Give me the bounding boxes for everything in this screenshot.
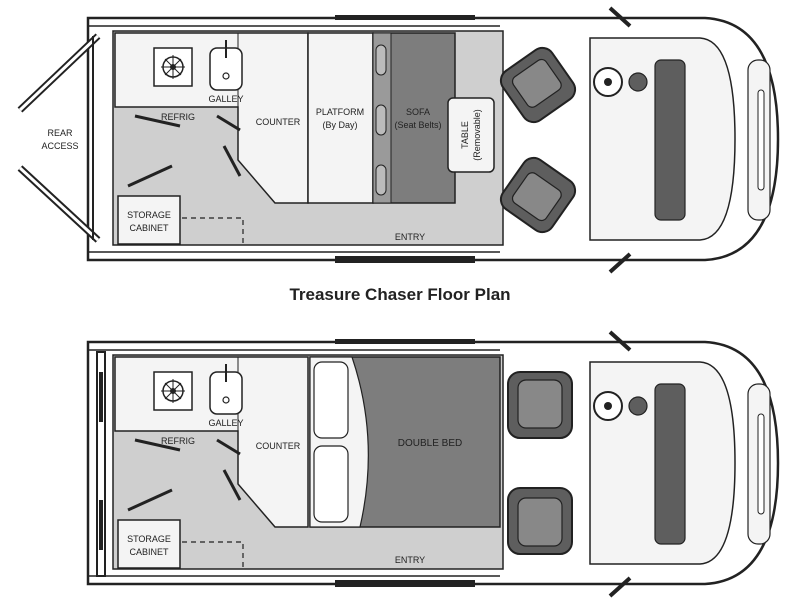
top-galley-label: GALLEY bbox=[208, 94, 243, 104]
bottom-bed-label: DOUBLE BED bbox=[398, 438, 462, 449]
bottom-storage-label: STORAGE bbox=[127, 534, 171, 544]
bottom-stove-icon bbox=[153, 371, 193, 411]
top-refrig-label: REFRIG bbox=[161, 112, 195, 122]
top-rear-access-label-2: ACCESS bbox=[41, 141, 78, 151]
bottom-entry-label: ENTRY bbox=[395, 555, 425, 565]
top-sofa-label: SOFA bbox=[406, 107, 430, 117]
top-table-label: TABLE bbox=[460, 121, 470, 149]
top-sink-icon bbox=[209, 40, 243, 91]
bottom-pillow-1 bbox=[313, 361, 349, 439]
top-table bbox=[447, 97, 495, 173]
top-rear-access-label: REAR bbox=[47, 128, 73, 138]
top-sofa-sublabel: (Seat Belts) bbox=[394, 120, 441, 130]
top-platform-sublabel: (By Day) bbox=[322, 120, 357, 130]
top-storage-cabinet bbox=[117, 195, 181, 245]
bottom-rear-doors bbox=[96, 351, 106, 577]
top-storage-label: STORAGE bbox=[127, 210, 171, 220]
bottom-refrig-label: REFRIG bbox=[161, 436, 195, 446]
diagram-title: Treasure Chaser Floor Plan bbox=[289, 285, 511, 304]
top-storage-sublabel: CABINET bbox=[129, 223, 169, 233]
bottom-pillow-2 bbox=[313, 445, 349, 523]
bottom-storage-sublabel: CABINET bbox=[129, 547, 169, 557]
bottom-storage-cabinet bbox=[117, 519, 181, 569]
top-platform-label: PLATFORM bbox=[316, 107, 364, 117]
bottom-galley-label: GALLEY bbox=[208, 418, 243, 428]
top-table-sublabel: (Removable) bbox=[472, 109, 482, 161]
bottom-seat-1 bbox=[507, 371, 573, 439]
bottom-seat-2 bbox=[507, 487, 573, 555]
top-stove-icon bbox=[153, 47, 193, 87]
top-floor-plan: REAR ACCESS GALLEY REFRIG COUNTER PLATFO… bbox=[17, 6, 780, 274]
bottom-sink-icon bbox=[209, 364, 243, 415]
bottom-counter-label: COUNTER bbox=[256, 441, 301, 451]
top-seat-1 bbox=[499, 46, 577, 124]
top-seat-2 bbox=[499, 156, 577, 234]
bottom-floor-plan: GALLEY REFRIG COUNTER DOUBLE BED STORAGE… bbox=[86, 330, 780, 598]
top-platform bbox=[307, 32, 374, 204]
top-counter-label: COUNTER bbox=[256, 117, 301, 127]
top-entry-label: ENTRY bbox=[395, 232, 425, 242]
